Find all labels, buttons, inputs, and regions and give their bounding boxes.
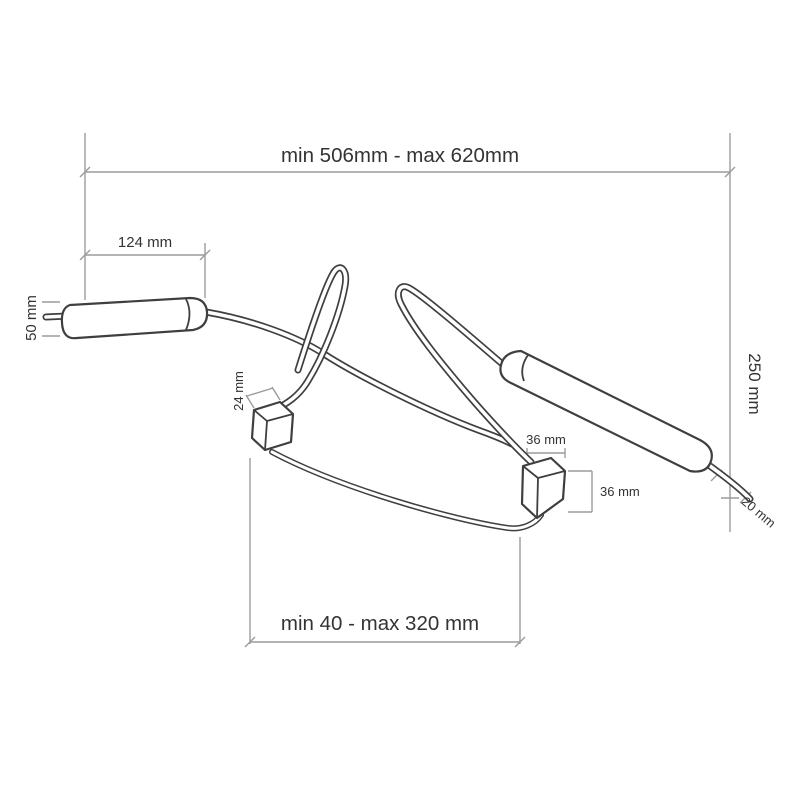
right-grip-sleeve-edge	[521, 354, 529, 382]
clamp-gap-dim-line	[246, 387, 274, 397]
tick	[199, 249, 211, 261]
right-loop	[394, 283, 535, 466]
right-clamp	[520, 456, 567, 520]
right-grip	[499, 349, 713, 473]
overall-width-label: min 506mm - max 620mm	[281, 144, 519, 167]
grip-height-label: 50 mm	[23, 295, 40, 341]
clamp-height-label: 36 mm	[600, 484, 640, 499]
tick	[79, 166, 91, 178]
grip-length-label: 124 mm	[118, 234, 172, 251]
tick	[245, 394, 255, 409]
main-rod	[202, 308, 516, 448]
tick	[724, 166, 736, 178]
left-loop	[272, 264, 350, 413]
hanger-line-art	[42, 264, 754, 532]
left-clamp	[250, 400, 295, 452]
clamp-span-label: min 40 - max 320 mm	[281, 612, 479, 635]
dimension-labels: min 506mm - max 620mm 124 mm 50 mm 24 mm…	[23, 144, 779, 635]
tick	[79, 249, 91, 261]
tip-length-label: 20 mm	[739, 494, 779, 531]
left-grip-sleeve-edge	[185, 298, 191, 331]
left-grip	[60, 296, 209, 340]
tick	[271, 386, 281, 401]
tick	[244, 636, 256, 648]
tick	[514, 636, 526, 648]
side-height-label: 250 mm	[745, 353, 764, 414]
bottom-wire	[269, 449, 544, 532]
clamp-width-label: 36 mm	[526, 432, 566, 447]
clamp-gap-label: 24 mm	[231, 371, 246, 411]
